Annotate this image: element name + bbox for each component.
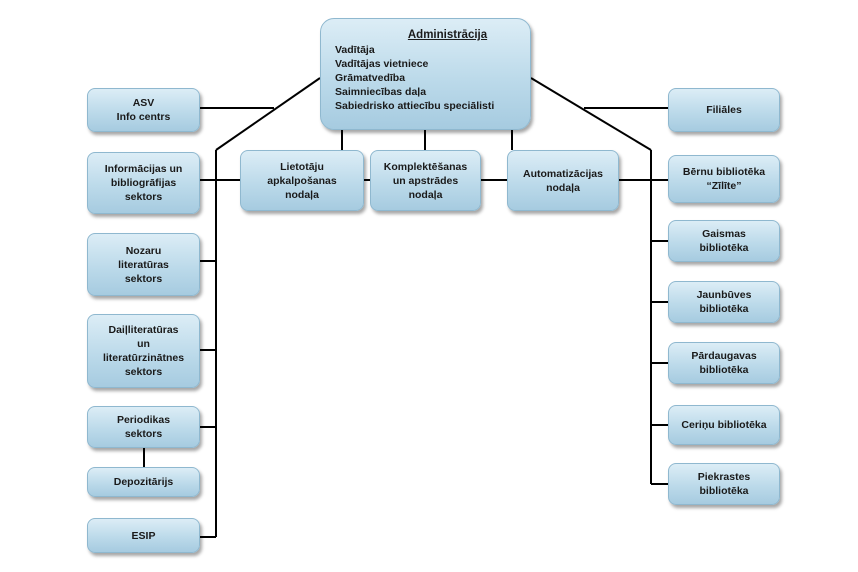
box-label-line: Automatizācijas — [523, 167, 603, 180]
box-label-line: bibliotēka — [699, 364, 749, 376]
unit-box-filiales: Filiāles — [668, 88, 780, 132]
box-label-line: Lietotāju — [280, 160, 324, 173]
box-label-line: literatūras — [118, 258, 169, 271]
box-label-line: Komplektēšanas — [383, 160, 468, 173]
unit-box-piekrastes: Piekrastes bibliotēka — [668, 463, 780, 505]
administration-line: Saimniecības daļa — [335, 86, 427, 98]
box-label-line: nodaļa — [285, 188, 319, 201]
unit-box-asv: ASV Info centrs — [87, 88, 200, 132]
connector — [215, 77, 321, 151]
administration-line: Grāmatvedība — [335, 72, 406, 84]
box-label-line: Pārdaugavas — [691, 350, 757, 362]
box-label-line: Daiļliteratūras — [108, 324, 179, 336]
box-label-line: Nozaru — [125, 244, 162, 257]
administration-line: Vadītāja — [335, 44, 375, 56]
box-label-line: bibliotēka — [699, 303, 749, 315]
department-box-automatizacijas: Automatizācijas nodaļa — [507, 150, 619, 211]
box-label-line: nodaļa — [546, 181, 580, 194]
unit-box-periodikas: Periodikas sektors — [87, 406, 200, 448]
box-label-line: Informācijas un — [104, 163, 183, 175]
unit-box-informacijas: Informācijas un bibliogrāfijas sektors — [87, 152, 200, 214]
box-label-line: Filiāles — [706, 104, 742, 116]
box-label-line: sektors — [124, 366, 163, 378]
unit-box-depozitarijs: Depozitārijs — [87, 467, 200, 497]
box-label-line: apkalpošanas — [267, 174, 337, 187]
administration-box: Administrācija Vadītāja Vadītājas vietni… — [320, 18, 531, 130]
box-label-line: bibliotēka — [699, 242, 749, 254]
box-label-line: bibliotēka — [699, 485, 749, 497]
box-label-line: Depozitārijs — [113, 476, 174, 488]
unit-box-dailliteraturas: Daiļliteratūras un literatūrzinātnes sek… — [87, 314, 200, 388]
box-label-line: literatūrzinātnes — [102, 352, 185, 364]
box-label-line: Info centrs — [116, 111, 171, 123]
administration-line: Sabiedrisko attiecību speciālisti — [335, 100, 495, 112]
department-box-komplektesanas: Komplektēšanas un apstrādes nodaļa — [370, 150, 481, 211]
box-label-line: Ceriņu bibliotēka — [681, 419, 767, 431]
box-label-line: Periodikas — [116, 414, 171, 426]
box-label-line: Gaismas — [702, 228, 746, 240]
box-label-line: un apstrādes — [392, 174, 459, 187]
box-label-line: Piekrastes — [697, 471, 751, 483]
administration-title: Administrācija — [407, 29, 488, 41]
unit-box-zilite: Bērnu bibliotēka “Zīlīte” — [668, 155, 780, 203]
box-label-line: ESIP — [131, 529, 156, 542]
unit-box-jaunbuves: Jaunbūves bibliotēka — [668, 281, 780, 323]
unit-box-esip: ESIP — [87, 518, 200, 553]
connector — [530, 77, 652, 151]
department-box-lietotaju: Lietotāju apkalpošanas nodaļa — [240, 150, 364, 211]
box-label-line: Bērnu bibliotēka — [682, 166, 766, 178]
box-label-line: nodaļa — [408, 188, 443, 201]
unit-box-gaismas: Gaismas bibliotēka — [668, 220, 780, 262]
box-label-line: sektors — [124, 191, 163, 203]
box-label-line: Jaunbūves — [696, 289, 752, 301]
box-label-line: sektors — [124, 428, 163, 440]
unit-box-pardaugavas: Pārdaugavas bibliotēka — [668, 342, 780, 384]
unit-box-cerinu: Ceriņu bibliotēka — [668, 405, 780, 445]
unit-box-nozaru: Nozaru literatūras sektors — [87, 233, 200, 296]
box-label-line: “Zīlīte” — [706, 180, 742, 192]
box-label-line: ASV — [132, 97, 155, 109]
box-label-line: un — [137, 338, 150, 350]
administration-line: Vadītājas vietniece — [335, 58, 429, 70]
box-label-line: sektors — [124, 272, 163, 285]
box-label-line: bibliogrāfijas — [110, 177, 177, 189]
